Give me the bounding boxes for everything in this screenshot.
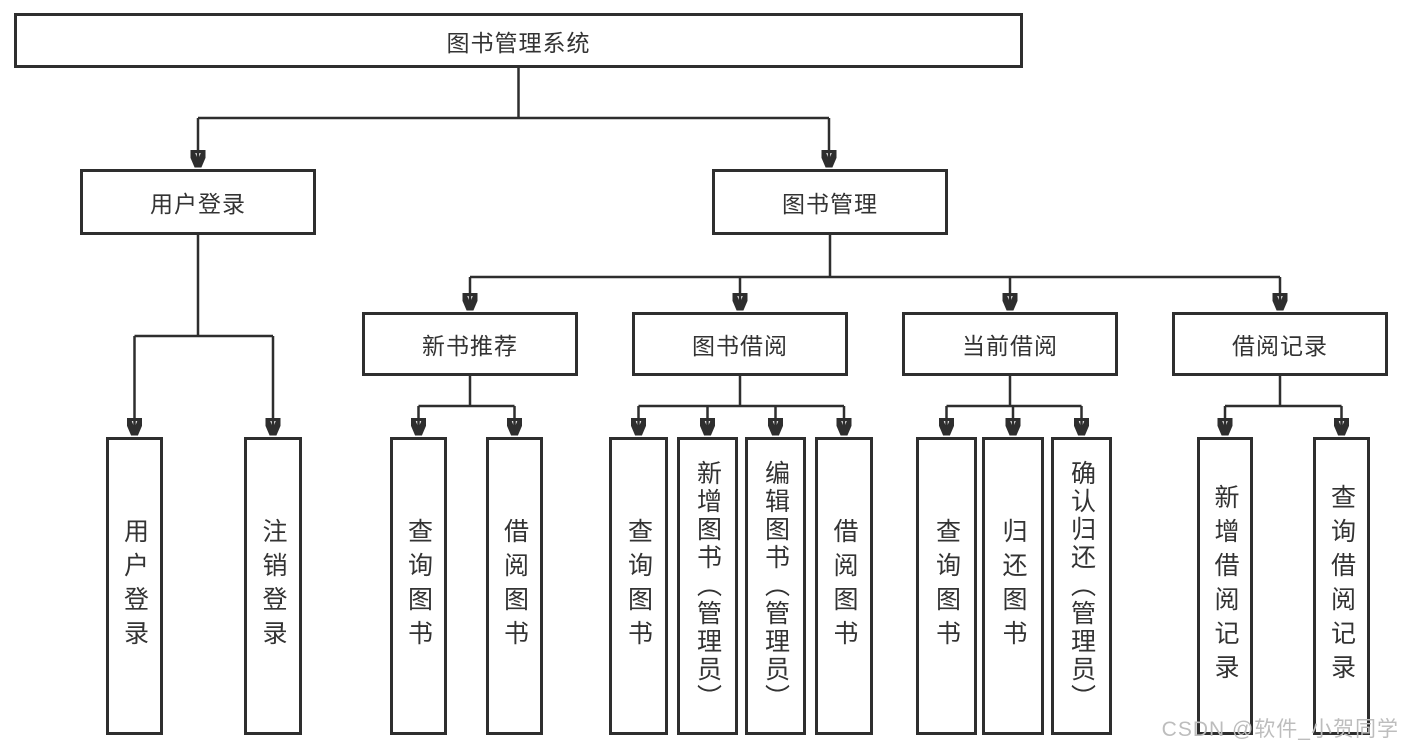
node-book-borrowing: 图书借阅 (632, 312, 848, 376)
leaf-borrow-books-recommend: 借阅图书 (486, 437, 543, 735)
leaf-query-books-borrowing: 查询图书 (609, 437, 668, 735)
wire-book-borrowing-to-leaves (638, 376, 844, 408)
node-borrowing-records: 借阅记录 (1172, 312, 1388, 376)
wire-current-borrowing-to-leaves (946, 376, 1082, 408)
leaf-add-books-admin: 新增图书（管理员） (677, 437, 738, 735)
csdn-watermark: CSDN @软件_小贺同学 (1161, 718, 1399, 741)
leaf-query-books-current: 查询图书 (916, 437, 977, 735)
leaf-query-books-recommend: 查询图书 (390, 437, 447, 735)
leaf-borrow-books-borrowing: 借阅图书 (815, 437, 873, 735)
node-book-management: 图书管理 (712, 169, 948, 235)
wire-root-to-level2 (198, 68, 829, 120)
leaf-user-login: 用户登录 (106, 437, 163, 735)
wire-borrowing-records-to-leaves (1225, 376, 1342, 408)
wire-book-management-to-modules (470, 235, 1280, 279)
node-current-borrowing: 当前借阅 (902, 312, 1118, 376)
leaf-query-borrow-record: 查询借阅记录 (1313, 437, 1370, 735)
leaf-edit-books-admin: 编辑图书（管理员） (745, 437, 806, 735)
leaf-return-books: 归还图书 (982, 437, 1044, 735)
leaf-confirm-return-admin: 确认归还（管理员） (1051, 437, 1112, 735)
node-library-management-system: 图书管理系统 (14, 13, 1023, 68)
leaf-add-borrow-record: 新增借阅记录 (1197, 437, 1253, 735)
leaf-logout: 注销登录 (244, 437, 302, 735)
node-new-book-recommend: 新书推荐 (362, 312, 578, 376)
wire-new-book-recommend-to-leaves (418, 376, 515, 408)
wire-user-login-to-leaves (134, 235, 273, 338)
node-user-login: 用户登录 (80, 169, 316, 235)
